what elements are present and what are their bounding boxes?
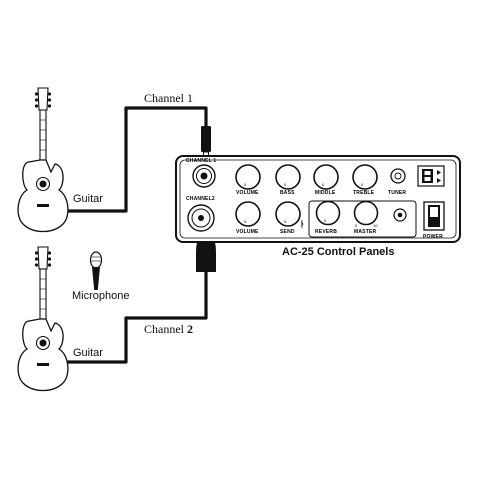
power-switch[interactable] xyxy=(423,201,445,231)
master-min-mark: 0 xyxy=(355,223,358,228)
master-knob[interactable] xyxy=(353,200,379,226)
knob-zero-mark: 0 xyxy=(244,182,247,187)
channel1-input-jack[interactable] xyxy=(192,164,216,188)
guitar-top-label: Guitar xyxy=(73,193,103,205)
acoustic-guitar-icon xyxy=(17,87,69,233)
reverb-knob[interactable]: 0 xyxy=(315,200,341,226)
master-max-mark: 10 xyxy=(373,223,378,228)
channel2-combo-jack[interactable] xyxy=(187,204,215,232)
fx-button[interactable] xyxy=(393,208,407,222)
middle-knob[interactable]: 0 xyxy=(313,164,339,190)
guitar-bottom-label: Guitar xyxy=(73,347,103,359)
tuner-display xyxy=(417,165,445,187)
row1-volume-label: VOLUME xyxy=(236,190,259,196)
master-label: MASTER xyxy=(354,229,377,235)
power-label: POWER xyxy=(423,234,443,240)
knob-zero-mark: 0 xyxy=(244,219,247,224)
channel2-cable xyxy=(66,272,208,364)
send-knob[interactable]: 0 xyxy=(275,201,301,227)
channel2-caption-number: 2 xyxy=(187,322,193,336)
cables xyxy=(66,106,208,364)
row1-bass-label: BASS xyxy=(280,190,295,196)
tuner-button[interactable] xyxy=(390,168,406,184)
channel2-caption: Channel 2 xyxy=(144,322,193,337)
volume-knob[interactable]: 0 xyxy=(235,201,261,227)
channel1-knob-row: 0 VOLUME 0 BASS 0 MIDDLE 0 TREBLE xyxy=(235,164,445,196)
knob-zero-mark: 0 xyxy=(361,182,364,187)
acoustic-guitar-icon xyxy=(17,246,69,392)
channel2-panel-label: CHANNEL2 xyxy=(186,196,215,202)
channel1-caption: Channel 1 xyxy=(144,91,193,105)
row1-middle-label: MIDDLE xyxy=(315,190,336,196)
reverb-label: REVERB xyxy=(315,229,337,235)
effects-section xyxy=(308,200,417,238)
microphone-icon xyxy=(89,251,103,290)
microphone-label: Microphone xyxy=(72,290,130,302)
knob-zero-mark: 0 xyxy=(284,182,287,187)
row2-volume-label: VOLUME xyxy=(236,229,259,235)
knob-zero-mark: 0 xyxy=(284,219,287,224)
knob-zero-mark: 0 xyxy=(322,182,325,187)
channel1-panel-label: CHANNEL 1 xyxy=(186,158,216,164)
channel2-caption-prefix: Channel xyxy=(144,322,187,336)
row2-send-label: SEND xyxy=(280,229,295,235)
knob-zero-mark: 0 xyxy=(324,218,327,223)
channel2-knob-row: 0 VOLUME 0 SEND 0 REVERB 0 10 MASTER xyxy=(235,200,417,238)
tuner-label: TUNER xyxy=(388,190,406,196)
panel-title: AC-25 Control Panels xyxy=(282,246,395,258)
control-panel: CHANNEL 1 CHANNEL2 0 VOLUME 0 xyxy=(175,155,461,243)
bass-knob[interactable]: 0 xyxy=(275,164,301,190)
row1-treble-label: TREBLE xyxy=(353,190,375,196)
bluetooth-icon xyxy=(300,220,304,228)
treble-knob[interactable]: 0 xyxy=(352,164,378,190)
volume-knob[interactable]: 0 xyxy=(235,164,261,190)
channel1-cable xyxy=(66,106,208,213)
